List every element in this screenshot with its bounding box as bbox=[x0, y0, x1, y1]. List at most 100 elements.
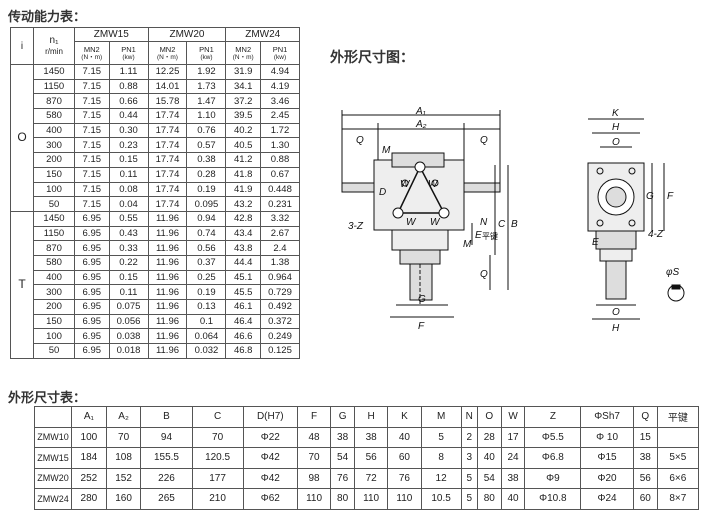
ratio-group-label: O bbox=[10, 64, 34, 212]
table-cell: 17.74 bbox=[147, 108, 188, 124]
dim-label-4z: 4-Z bbox=[648, 229, 664, 240]
table-cell: 6.95 bbox=[74, 284, 110, 300]
table-cell: 150 bbox=[33, 166, 75, 183]
table-cell: 400 bbox=[33, 122, 75, 139]
table-cell: 7.15 bbox=[74, 93, 110, 110]
power-sub-header-cell: PN1(kw) bbox=[186, 41, 227, 65]
dim-label-h: H bbox=[612, 323, 620, 334]
table-cell: 4.94 bbox=[259, 64, 301, 80]
model-header: ZMW15 bbox=[74, 27, 149, 42]
table-cell: 7.15 bbox=[74, 196, 110, 212]
table-cell: 80 bbox=[330, 488, 355, 510]
table-cell: 7.15 bbox=[74, 78, 110, 95]
table-cell: 100 bbox=[71, 426, 107, 448]
table-cell: 0.57 bbox=[186, 137, 227, 154]
table-cell: 43.4 bbox=[225, 225, 261, 242]
table-cell: 54 bbox=[330, 447, 355, 469]
dimension-header-cell: ΦSh7 bbox=[580, 406, 634, 428]
table-cell: 6.95 bbox=[74, 343, 110, 359]
table-cell: 6.95 bbox=[74, 269, 110, 286]
table-cell: 184 bbox=[71, 447, 107, 469]
table-cell: 7.15 bbox=[74, 122, 110, 139]
table-cell: 0.125 bbox=[259, 343, 301, 359]
table-cell: 177 bbox=[191, 467, 244, 489]
sub-header-unit: (N・m) bbox=[81, 53, 103, 61]
table-cell: 6.95 bbox=[74, 313, 110, 330]
table-cell: 15.78 bbox=[147, 93, 188, 110]
table-cell: 2.45 bbox=[259, 108, 301, 124]
table-cell: 40.5 bbox=[225, 137, 261, 154]
table-cell: 46.1 bbox=[225, 299, 261, 315]
table-cell: 56 bbox=[353, 447, 389, 469]
dimension-header-cell: B bbox=[140, 406, 193, 428]
table-cell: 6×6 bbox=[656, 467, 700, 489]
dim-label-g: G bbox=[646, 191, 654, 202]
table-cell: Φ42 bbox=[242, 467, 298, 489]
table-cell: 40 bbox=[500, 488, 526, 510]
dimension-header-cell: 平键 bbox=[656, 406, 700, 428]
table-cell: 7.15 bbox=[74, 137, 110, 154]
table-cell: 10.5 bbox=[420, 488, 462, 510]
table-cell: 0.075 bbox=[108, 299, 149, 315]
dimension-header-cell: Q bbox=[632, 406, 658, 428]
table-cell: 6.95 bbox=[74, 299, 110, 315]
table-cell: 4.19 bbox=[259, 78, 301, 95]
table-cell: 0.964 bbox=[259, 269, 301, 286]
table-cell: 40 bbox=[476, 447, 502, 469]
dim-label-f: F bbox=[418, 321, 425, 332]
table-cell: 300 bbox=[33, 284, 75, 300]
outline-drawing: A₁ A₂ Q Q M D W W W W 3-Z N E M C B Q G … bbox=[330, 105, 700, 340]
table-cell: 70 bbox=[191, 426, 244, 448]
table-cell: 300 bbox=[33, 137, 75, 154]
power-sub-header-cell: MN2(N・m) bbox=[147, 41, 188, 65]
table-cell bbox=[656, 426, 700, 448]
table-cell: Φ6.8 bbox=[524, 447, 582, 469]
table-cell: 0.08 bbox=[108, 181, 149, 198]
key-note-label: 平键 bbox=[482, 231, 498, 241]
sub-header-unit: (N・m) bbox=[232, 53, 254, 61]
table-cell: Φ15 bbox=[580, 447, 634, 469]
table-cell: 110 bbox=[296, 488, 332, 510]
table-cell: 1450 bbox=[33, 64, 75, 80]
power-sub-header-cell: MN2(N・m) bbox=[74, 41, 110, 65]
table-cell: 1.47 bbox=[186, 93, 227, 110]
table-cell: 0.056 bbox=[108, 313, 149, 330]
dim-label-g: G bbox=[418, 294, 426, 305]
table-cell: Φ22 bbox=[242, 426, 298, 448]
table-cell: 0.038 bbox=[108, 328, 149, 345]
dim-label-w: W bbox=[406, 217, 417, 228]
table-cell: 11.96 bbox=[147, 254, 188, 271]
table-cell: 0.37 bbox=[186, 254, 227, 271]
table-cell: 0.43 bbox=[108, 225, 149, 242]
table-cell: 40 bbox=[387, 426, 422, 448]
table-cell: 50 bbox=[33, 196, 75, 212]
power-sub-header-cell: PN1(kw) bbox=[259, 41, 301, 65]
table-cell: 6.95 bbox=[74, 225, 110, 242]
model-name-cell: ZMW24 bbox=[34, 488, 72, 510]
table-cell: 200 bbox=[33, 299, 75, 315]
dim-label-n: N bbox=[480, 217, 488, 228]
dim-label-e: E bbox=[592, 237, 599, 248]
table-cell: 12 bbox=[420, 467, 462, 489]
table-cell: 870 bbox=[33, 240, 75, 256]
dim-label-o: O bbox=[612, 137, 620, 148]
table-cell: 42.8 bbox=[225, 210, 261, 227]
table-cell: 11.96 bbox=[147, 210, 188, 227]
table-cell: 0.23 bbox=[108, 137, 149, 154]
table-cell: 0.33 bbox=[108, 240, 149, 256]
dim-label-q: Q bbox=[480, 269, 488, 280]
table-cell: 0.018 bbox=[108, 343, 149, 359]
table-cell: 11.96 bbox=[147, 225, 188, 242]
table-cell: 17 bbox=[500, 426, 526, 448]
